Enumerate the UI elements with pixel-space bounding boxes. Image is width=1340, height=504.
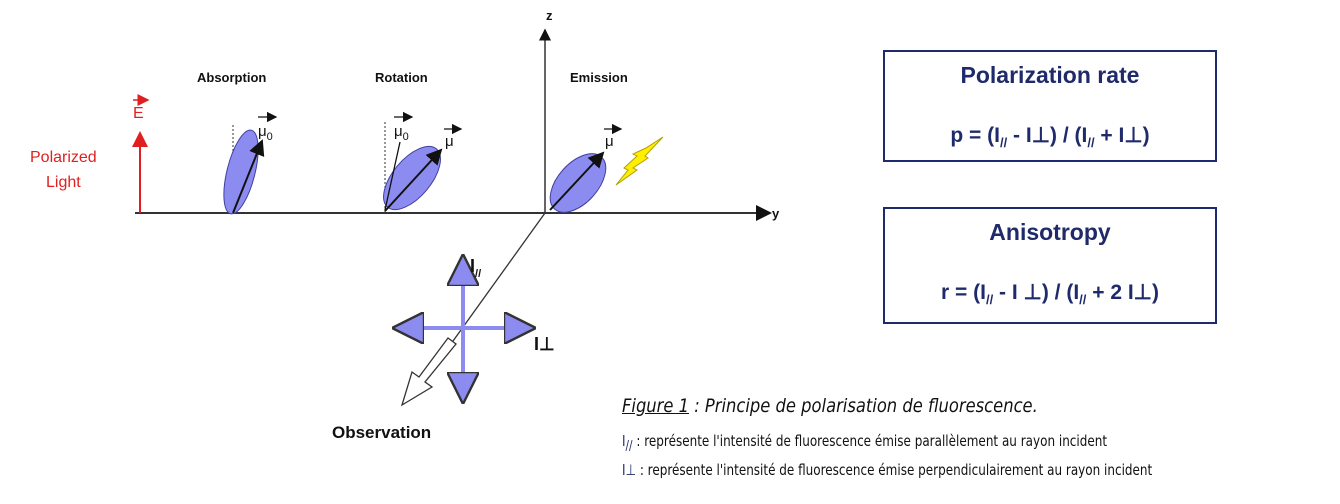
e-vector-label: E: [133, 105, 144, 122]
caption-line-parallel: I// : représente l'intensité de fluoresc…: [622, 432, 1108, 454]
anisotropy-box: Anisotropy r = (I// - I ⊥) / (I// + 2 I⊥…: [883, 207, 1217, 324]
lightning-icon: [615, 136, 664, 186]
stage-emission: Emission: [570, 70, 628, 85]
anisotropy-formula: r = (I// - I ⊥) / (I// + 2 I⊥): [941, 281, 1159, 308]
observation-arrow-icon: [400, 337, 457, 407]
mu-label: μ: [605, 133, 614, 150]
stage-absorption: Absorption: [197, 70, 266, 85]
mu0-label: μ0: [258, 123, 273, 143]
dipole-arrow: [232, 139, 265, 214]
dipole-arrow: [384, 148, 443, 212]
polarization-rate-box: Polarization rate p = (I// - I⊥) / (I// …: [883, 50, 1217, 162]
box-title: Anisotropy: [989, 219, 1111, 245]
z-axis-label: z: [546, 8, 553, 23]
polarization-formula: p = (I// - I⊥) / (I// + I⊥): [950, 124, 1150, 151]
box-title: Polarization rate: [960, 62, 1140, 88]
molecule-ellipse: [549, 153, 607, 213]
dipole-arrow: [549, 151, 605, 211]
stage-rotation: Rotation: [375, 70, 428, 85]
i-perp-label: I⊥: [534, 334, 555, 354]
y-axis-label: y: [772, 206, 780, 221]
mu0-label: μ0: [394, 123, 409, 143]
molecule-ellipse: [223, 129, 259, 215]
mu-label: μ: [445, 133, 454, 150]
observation-label: Observation: [332, 423, 431, 442]
polarized-light-label: Polarized: [30, 149, 97, 166]
caption-line-perpendicular: I⊥ : représente l'intensité de fluoresce…: [622, 461, 1153, 479]
initial-dipole-line: [384, 141, 401, 211]
figure-caption: Figure 1 : Principe de polarisation de f…: [622, 395, 1038, 417]
polarized-light-label-2: Light: [46, 174, 81, 191]
i-parallel-label: I//: [470, 256, 481, 280]
